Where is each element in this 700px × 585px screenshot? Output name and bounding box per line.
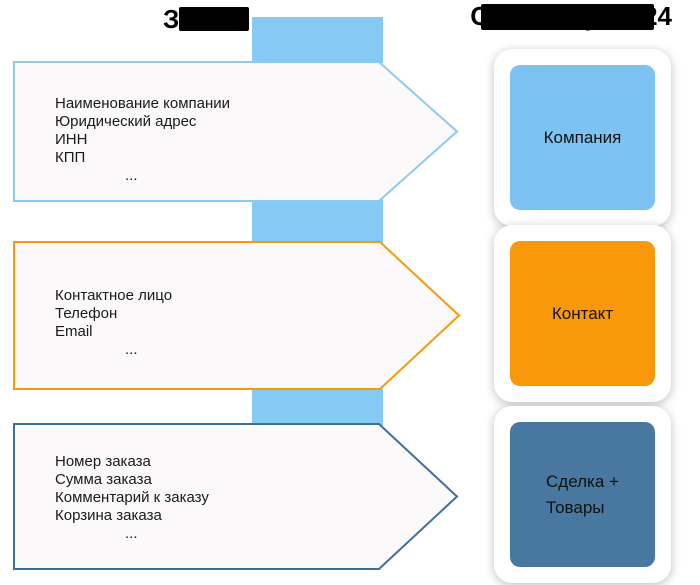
redaction-bar-right <box>481 4 654 30</box>
contact-fields-text: Контактное лицо Телефон Email ... <box>55 287 172 359</box>
field-line: КПП <box>55 149 86 166</box>
ellipsis: ... <box>125 167 138 184</box>
company-entity-label: Компания <box>543 127 622 147</box>
deal-products-entity-card: Сделка + Товары <box>494 406 671 583</box>
contact-entity: Контакт <box>510 241 655 386</box>
field-line: Корзина заказа <box>55 507 162 524</box>
deal-products-entity-label: Сделка + Товары <box>546 469 619 521</box>
contact-entity-card: Контакт <box>494 225 671 402</box>
company-fields-text: Наименование компании Юридический адрес … <box>55 95 230 185</box>
field-line: Номер заказа <box>55 453 151 470</box>
company-entity: Компания <box>510 65 655 210</box>
field-line: ИНН <box>55 131 88 148</box>
deal-products-entity: Сделка + Товары <box>510 422 655 567</box>
field-line: Контактное лицо <box>55 287 173 304</box>
field-line: Телефон <box>55 305 118 322</box>
contact-entity-label: Контакт <box>551 303 614 323</box>
field-line: Юридический адрес <box>55 113 197 130</box>
connector-bar-middle <box>252 199 383 244</box>
ellipsis: ... <box>125 341 138 358</box>
company-entity-card: Компания <box>494 49 671 226</box>
field-line: Наименование компании <box>55 95 231 112</box>
redaction-bar-left <box>179 7 249 31</box>
order-fields-arrow <box>13 423 459 570</box>
company-fields-arrow <box>13 61 459 202</box>
field-line: Сумма заказа <box>55 471 152 488</box>
field-line: Email <box>55 323 93 340</box>
connector-bar-bottom <box>252 389 383 427</box>
contact-fields-arrow <box>13 241 461 390</box>
deal-line-1: Сделка + <box>546 471 619 491</box>
order-fields-text: Номер заказа Сумма заказа Комментарий к … <box>55 453 209 543</box>
company-arrow-shape <box>13 61 459 202</box>
field-line: Комментарий к заказу <box>55 489 209 506</box>
connector-bar-top <box>252 17 383 63</box>
contact-arrow-shape <box>13 241 461 390</box>
deal-line-2: Товары <box>546 497 605 517</box>
ellipsis: ... <box>125 525 138 542</box>
order-arrow-shape <box>13 423 459 570</box>
